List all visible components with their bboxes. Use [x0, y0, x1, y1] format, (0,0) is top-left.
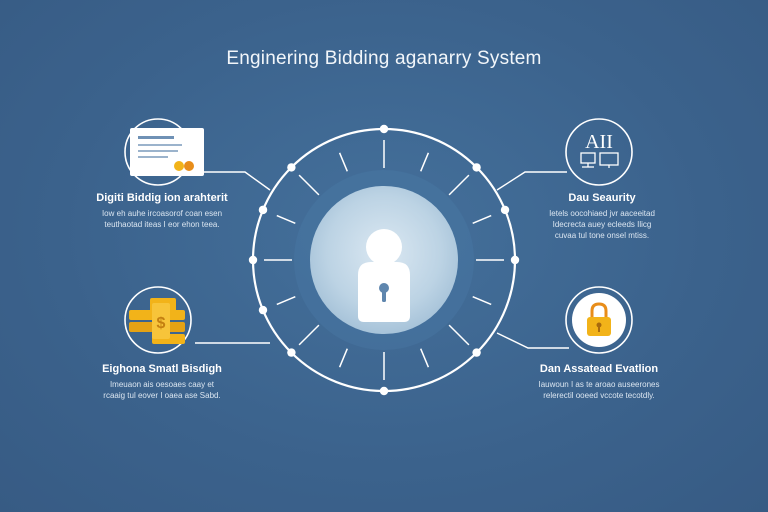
hub-spoke: [338, 348, 348, 368]
hub-ring-node: [510, 255, 520, 265]
hub-ring-node: [287, 163, 296, 172]
hub-ring-node: [287, 348, 296, 357]
block-line: Imeuaon ais oesoaes caay et: [109, 380, 215, 389]
document-icon: [124, 118, 204, 186]
hub-ring-node: [248, 255, 258, 265]
connector-top-right: [496, 171, 567, 191]
hub-ring-node: [500, 205, 510, 215]
connector-lines: [195, 171, 569, 349]
block-heading: Dan Assatead Evatlion: [539, 363, 659, 375]
padlock-icon: [565, 286, 633, 354]
hub-spoke: [276, 214, 296, 224]
hub-spoke: [472, 214, 492, 224]
hub-spokes: [264, 140, 504, 380]
ai-icon-text: AII: [585, 131, 613, 153]
hub-spoke: [298, 174, 320, 196]
block-line: relerectil ooeed vccote tecotdly.: [543, 391, 655, 400]
text-block-top-right: Dau Seaurity Ietels oocohiaed jvr aaceei…: [502, 192, 702, 241]
money-stack-icon: $: [124, 286, 192, 354]
ai-monitors-icon: AII: [565, 118, 633, 186]
hub-ring-node: [472, 348, 481, 357]
hub-ring-node: [258, 205, 268, 215]
connector-bottom-right: [496, 332, 569, 349]
hub-spoke: [338, 152, 348, 172]
hub-ring-node: [472, 163, 481, 172]
hub-ring-node: [379, 386, 389, 396]
block-line: Iauwoun I as te aroao auseerones: [538, 380, 660, 389]
text-block-bottom-right: Dan Assatead Evatlion Iauwoun I as te ar…: [499, 363, 699, 401]
block-line: Idecrecta auey ecleeds Ilicg: [552, 220, 652, 229]
block-line: Ietels oocohiaed jvr aaceeitad: [549, 209, 655, 218]
block-line: cuvaa tul tone onsel mtiss.: [554, 231, 650, 240]
locked-person-icon: [358, 229, 410, 322]
block-line: Iow eh auhe ircoasorof coan esen: [101, 209, 223, 218]
hub-ring-node: [379, 124, 389, 134]
hub-spoke: [472, 296, 492, 306]
text-block-top-left: Digiti Biddig ion arahterit Iow eh auhe …: [62, 192, 262, 230]
dollar-glyph: $: [157, 315, 166, 332]
hub-spoke: [420, 348, 430, 368]
block-heading: Eighona Smatl Bisdigh: [102, 363, 222, 375]
block-heading: Dau Seaurity: [568, 192, 636, 204]
page-title: Enginering Bidding aganarry System: [226, 48, 542, 69]
hub-spoke: [420, 152, 430, 172]
block-line: teuthaotad iteas I eor ehon teea.: [104, 220, 220, 229]
block-heading: Digiti Biddig ion arahterit: [96, 192, 228, 204]
hub-nodes: [248, 124, 520, 396]
hub-spoke: [448, 324, 470, 346]
connector-top-left: [198, 171, 271, 191]
hub-ring-node: [258, 305, 268, 315]
text-block-bottom-left: Eighona Smatl Bisdigh Imeuaon ais oesoae…: [62, 363, 262, 401]
hub-spoke: [276, 296, 296, 306]
block-line: rcaaig tul eover I oaea ase Sabd.: [103, 391, 221, 400]
hub-spoke: [298, 324, 320, 346]
hub-spoke: [448, 174, 470, 196]
